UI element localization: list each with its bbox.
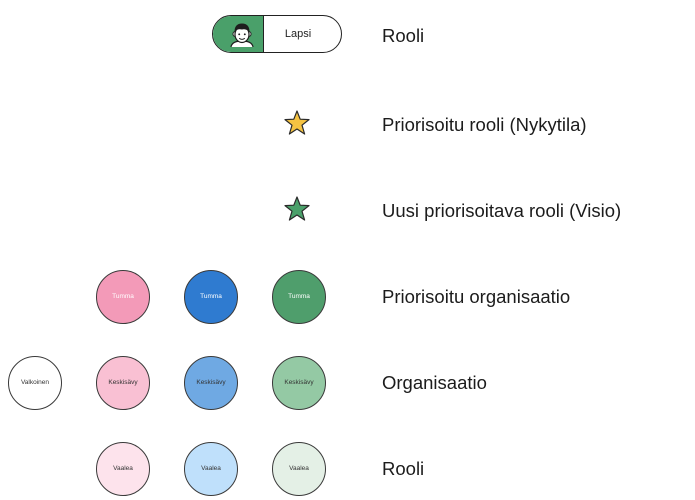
circle-light-pink: Vaalea: [96, 442, 150, 496]
role-tag-accent: [213, 16, 264, 52]
legend-label-role-light: Rooli: [382, 457, 425, 479]
circle-light-blue: Vaalea: [184, 442, 238, 496]
circle-dark-pink: Tumma: [96, 270, 150, 324]
child-face-icon: [230, 23, 254, 48]
circle-mid-green: Keskisävy: [272, 356, 326, 410]
star-icon: [284, 196, 310, 221]
legend-label-new-role: Uusi priorisoitava rooli (Visio): [382, 199, 622, 221]
circle-mid-pink: Keskisävy: [96, 356, 150, 410]
circle-dark-blue: Tumma: [184, 270, 238, 324]
circle-white: Valkoinen: [8, 356, 62, 410]
star-icon: [284, 110, 310, 135]
circle-light-green: Vaalea: [272, 442, 326, 496]
role-tag: Lapsi: [212, 15, 342, 53]
legend-label-prioritized-organisation: Priorisoitu organisaatio: [382, 285, 571, 307]
star-shape: [284, 110, 310, 135]
role-tag-text: Lapsi: [284, 28, 312, 40]
legend-label-organisation: Organisaatio: [382, 371, 487, 393]
circle-dark-green: Tumma: [272, 270, 326, 324]
star-shape: [284, 196, 310, 221]
legend-label-role: Rooli: [382, 24, 425, 46]
circle-mid-blue: Keskisävy: [184, 356, 238, 410]
legend-label-prioritized-role: Priorisoitu rooli (Nykytila): [382, 113, 587, 135]
